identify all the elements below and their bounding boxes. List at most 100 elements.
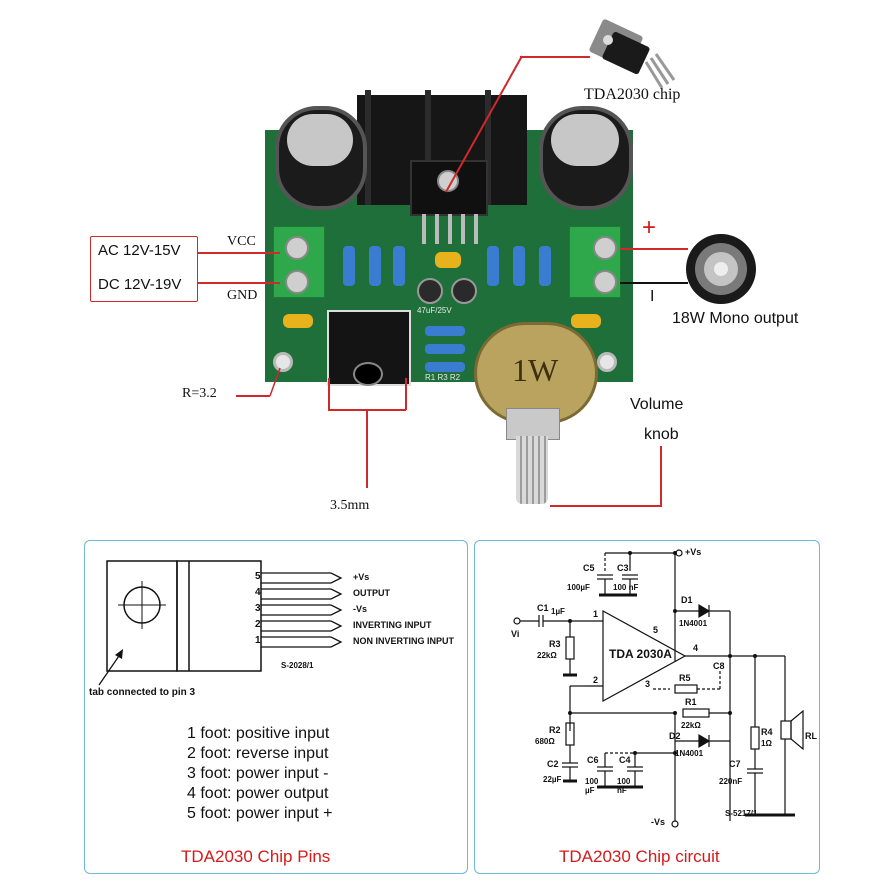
plus-label: + [642,214,657,241]
c4-value: 100 nF [617,777,631,795]
r4-label: R4 [761,727,773,737]
rl-label: RL [805,731,817,741]
chip-leg [448,214,452,244]
circuit-schematic [513,549,804,828]
speaker-icon [686,234,756,304]
part-code: S-2028/1 [281,661,314,670]
c3-value: 100 nF [613,583,639,592]
capacitor-top [551,114,619,166]
c7-label: C7 [729,759,741,769]
terminal-screw-icon [593,270,617,294]
resistor [425,326,465,336]
resistor-note-diagonal [269,367,281,397]
pin-name: INVERTING INPUT [353,620,432,630]
tab-arrow-icon [98,649,123,686]
volume-potentiometer [474,322,598,424]
heatsink-fin [425,90,431,205]
pin-number: 4 [255,587,261,598]
volume-label: Volume [630,396,684,413]
minus-line [620,282,688,284]
mounting-hole [273,352,293,372]
vcc-line [198,252,280,254]
plus-line [620,248,688,250]
pin1-label: 1 [593,609,599,619]
heatsink-fin [365,90,371,205]
vs-pos-label: +Vs [685,547,702,557]
pin-number: 5 [255,571,261,582]
ac-supply-label: AC 12V-15V [98,242,181,259]
capacitor-yellow [571,314,601,328]
jack-drop-line [366,410,368,488]
minus-label: I [650,288,655,305]
vcc-label: VCC [227,234,256,249]
chip-thumbnail-icon [589,19,676,89]
heatsink-fin [485,90,491,205]
capacitor-c8 [451,278,477,304]
resistor [393,246,405,286]
capacitor-yellow [435,252,461,268]
circuit-code: S-5217/1 [725,809,758,818]
foot-description: 4 foot: power output [187,785,329,802]
chip-leg [435,214,439,244]
pin3-label: 3 [645,679,651,689]
r4-value: 1Ω [761,739,772,748]
pin-name: OUTPUT [353,588,390,598]
terminal-screw-icon [285,270,309,294]
c3-label: C3 [617,563,629,573]
d2-label: D2 [669,731,681,741]
resistor-note-line [236,395,270,397]
chip-leg [422,214,426,244]
r2-value: 680Ω [535,737,555,746]
c1-value: 1µF [551,607,565,616]
r3-label: R3 [549,639,561,649]
foot-description: 2 foot: reverse input [187,745,329,762]
resistor [425,344,465,354]
d1-value: 1N4001 [679,619,708,628]
resistor [343,246,355,286]
resistor [487,246,499,286]
c6-value: 100 µF [585,777,599,795]
capacitor-yellow [283,314,313,328]
c6-label: C6 [587,755,599,765]
resistor [513,246,525,286]
chip-label: TDA 2030A [609,647,672,661]
terminal-screw-icon [593,236,617,260]
chip-leg [461,214,465,244]
pin5-label: 5 [653,625,659,635]
pcb-mark: 47uF/25V [417,306,452,315]
gnd-label: GND [227,288,258,303]
chip-screw-icon [437,170,459,192]
pot-shaft [516,436,548,504]
resistor [369,246,381,286]
pin2-label: 2 [593,675,599,685]
pin-name: NON INVERTING INPUT [353,636,455,646]
jack-size-label: 3.5mm [330,498,370,513]
d2-value: 1N4001 [675,749,704,758]
r3-value: 22kΩ [537,651,557,660]
chip-leg [474,214,478,244]
jack-bracket-right [405,378,407,410]
pins-panel-caption: TDA2030 Chip Pins [181,847,331,866]
chip-package-diagram [106,560,262,672]
audio-jack-hole [353,362,383,386]
c1-label: C1 [537,603,549,613]
c2-value: 22µF [543,775,562,784]
vs-neg-label: -Vs [651,817,666,827]
capacitor-top [287,114,353,166]
pin-leads [261,572,343,648]
pin-number: 3 [255,603,261,614]
foot-description: 1 foot: positive input [187,725,330,742]
mono-output-label: 18W Mono output [672,310,799,327]
pin-number: 2 [255,619,261,630]
supply-box [90,236,198,302]
c5-value: 100µF [567,583,590,592]
pin-name: -Vs [353,604,368,614]
chip-callout-line [520,56,590,58]
dc-supply-label: DC 12V-19V [98,276,182,293]
chip-pins-panel: 5 4 3 2 1 +Vs OUTPUT -Vs INVERTING INPUT… [84,540,468,874]
pin4-label: 4 [693,643,699,653]
pin-number: 1 [255,635,261,646]
c4-label: C4 [619,755,631,765]
c7-value: 220nF [719,777,743,786]
c2-label: C2 [547,759,559,769]
